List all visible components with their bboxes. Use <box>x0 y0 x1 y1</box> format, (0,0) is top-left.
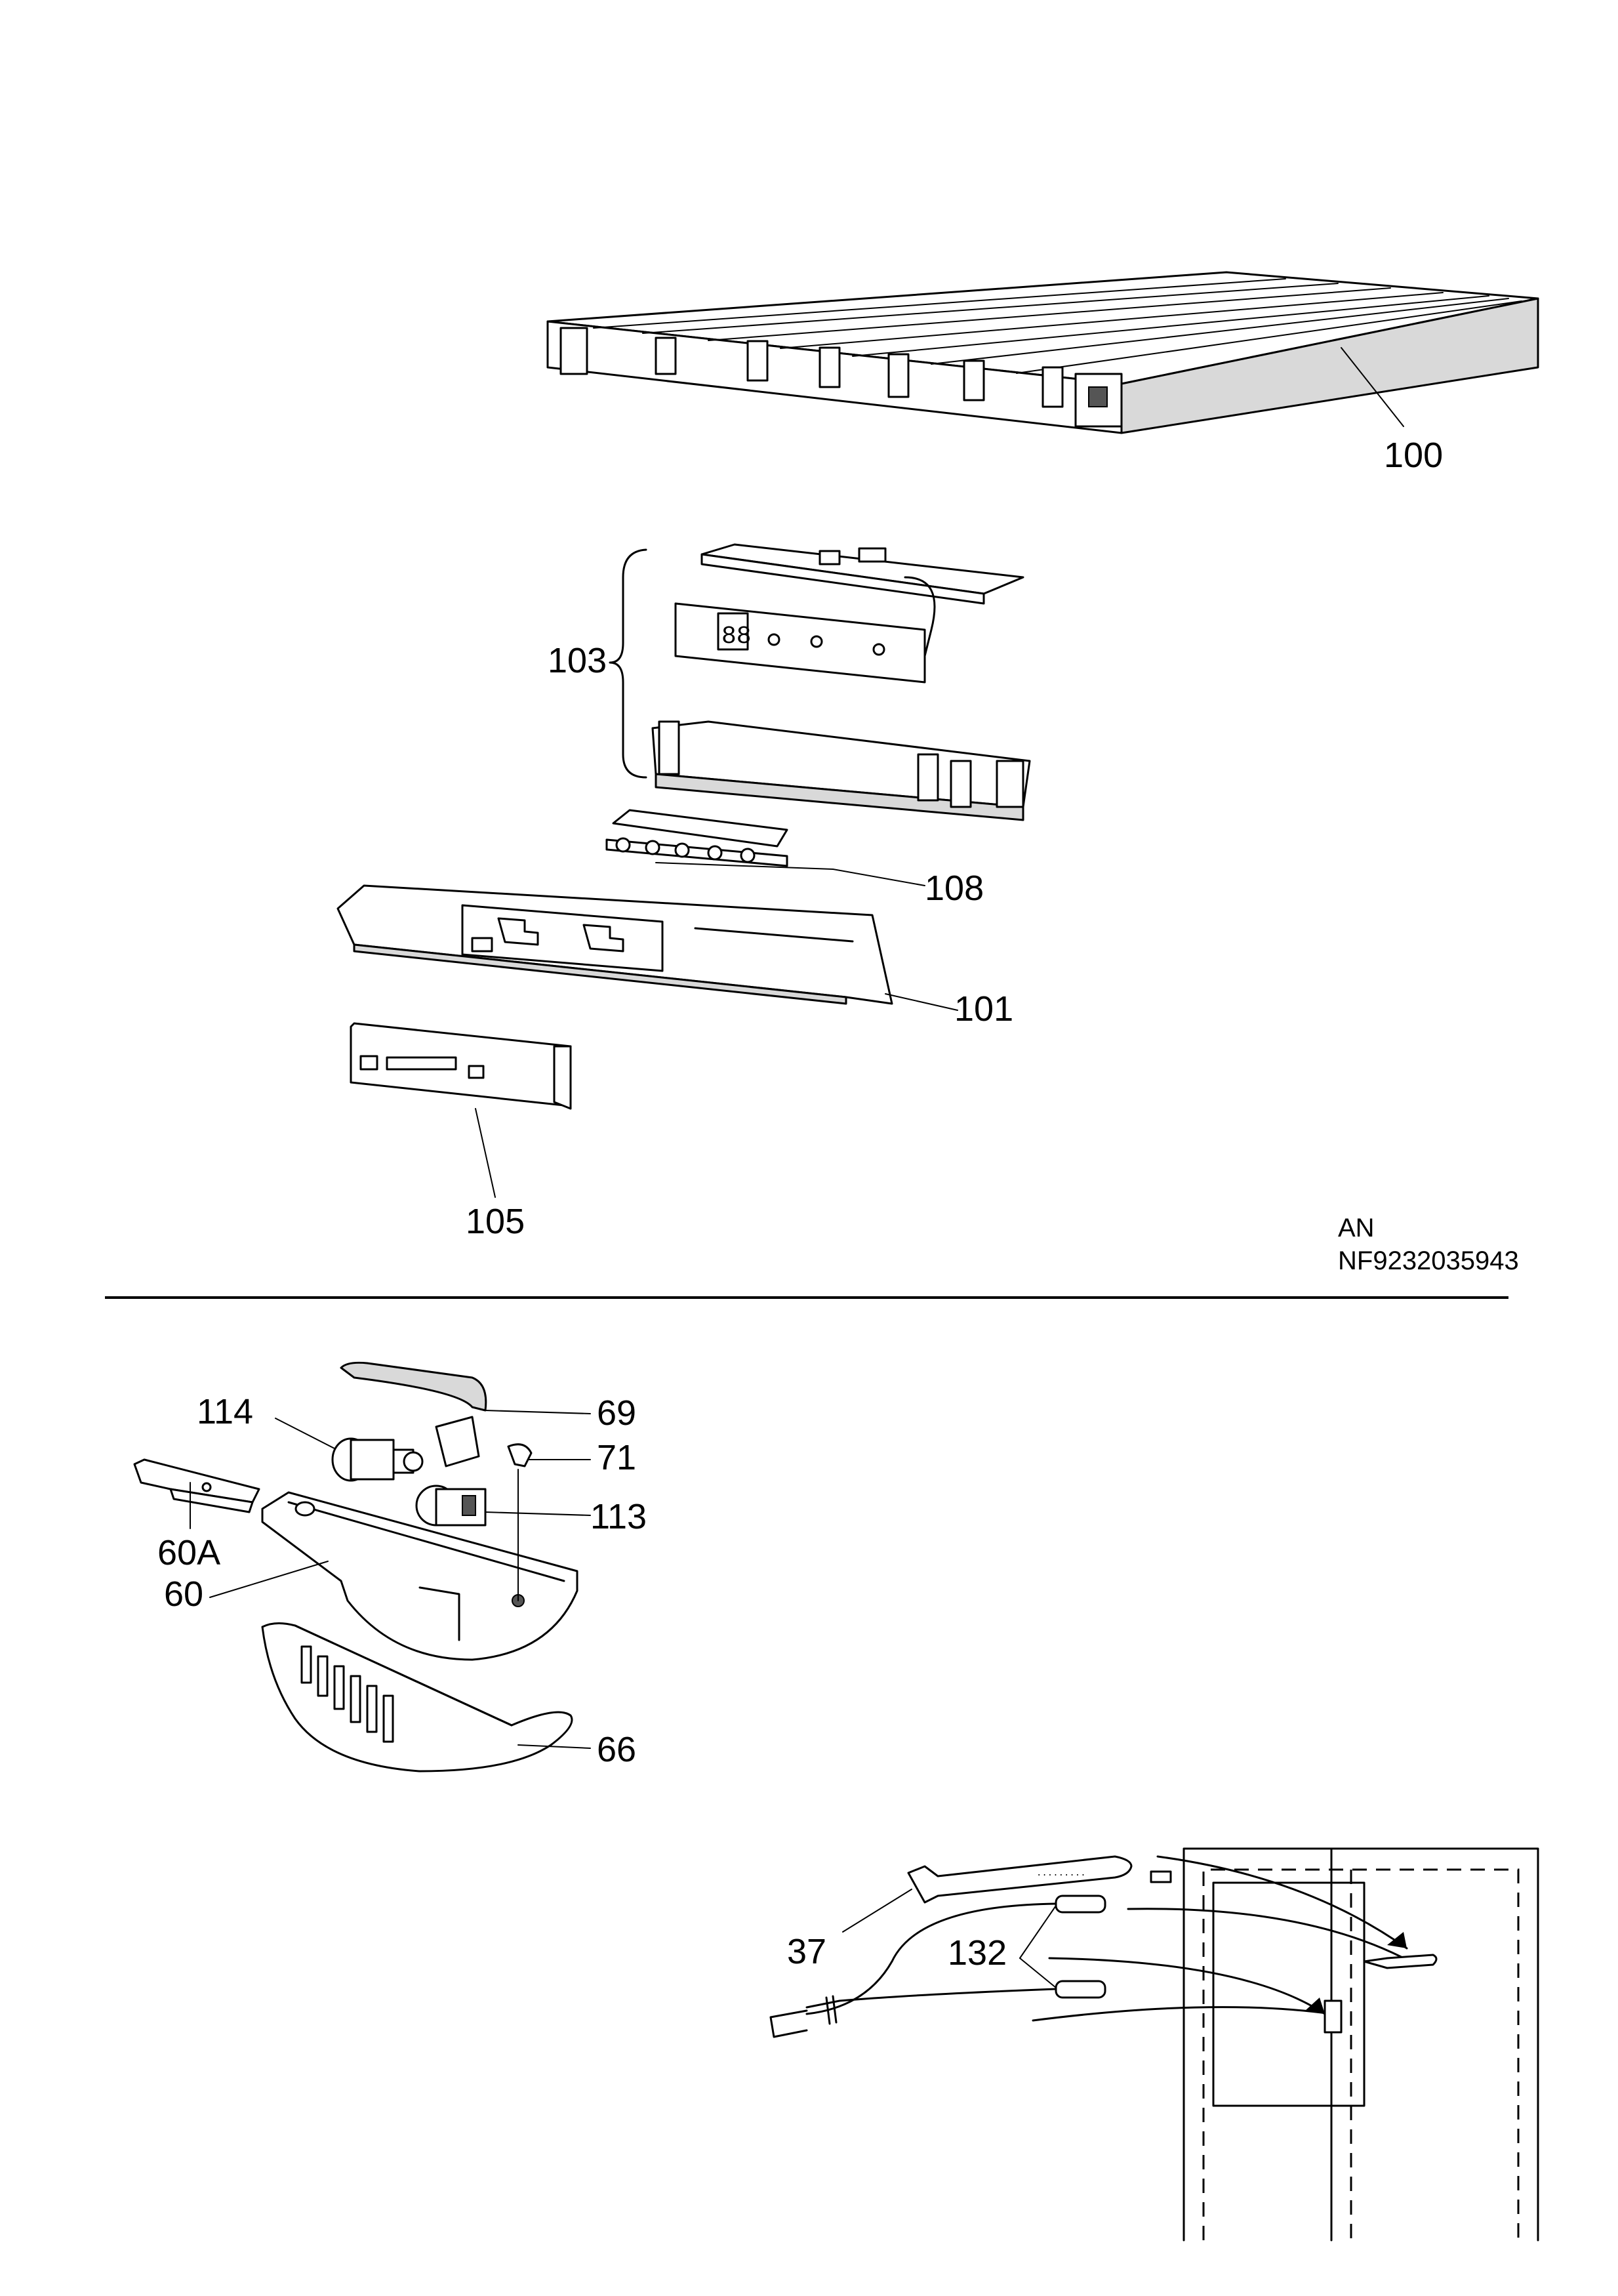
callout-60A: 60A <box>157 1533 220 1572</box>
callout-101: 101 <box>954 989 1013 1029</box>
leader-113 <box>485 1511 591 1516</box>
leader-108 <box>832 869 925 886</box>
leader-132-b <box>1019 1958 1057 1988</box>
doc-code-line1: AN <box>1338 1214 1375 1242</box>
part-60A-bracket <box>133 1458 260 1513</box>
part-132-sensor-cable <box>769 1895 1106 2038</box>
bracket-103 <box>609 548 647 779</box>
callout-132: 132 <box>948 1933 1007 1973</box>
callout-66: 66 <box>597 1730 636 1769</box>
callout-100: 100 <box>1384 436 1443 475</box>
part-holder-clip <box>435 1416 480 1467</box>
leader-60 <box>209 1561 329 1598</box>
cabinet-outline <box>1183 1847 1539 2242</box>
leader-100 <box>1341 347 1404 427</box>
part-66-diffuser <box>261 1622 573 1773</box>
part-69-lamp-cover <box>340 1361 487 1412</box>
part-101-control-panel <box>336 884 893 1005</box>
part-113-socket <box>415 1485 487 1527</box>
svg-text:·········: ········· <box>1036 1870 1086 1881</box>
leader-132-a <box>1019 1905 1057 1959</box>
part-103-display-board: 88 <box>674 576 936 684</box>
callout-69: 69 <box>597 1393 636 1433</box>
leader-66 <box>517 1744 591 1749</box>
svg-text:88: 88 <box>721 623 752 651</box>
install-arrows <box>1032 1855 1438 2034</box>
part-105-display-window <box>350 1022 572 1110</box>
part-103-housing <box>651 720 1031 821</box>
callout-113: 113 <box>590 1497 647 1536</box>
leader-114 <box>275 1418 335 1449</box>
leader-105 <box>475 1108 496 1198</box>
part-108-switch-board <box>605 809 834 870</box>
part-60-lamp-housing <box>261 1469 578 1661</box>
leader-69 <box>485 1410 591 1414</box>
callout-105: 105 <box>466 1202 525 1241</box>
callout-60: 60 <box>164 1574 203 1614</box>
callout-103: 103 <box>548 641 607 680</box>
callout-71: 71 <box>597 1438 636 1477</box>
doc-code-line2: NF9232035943 <box>1338 1246 1519 1275</box>
leader-37 <box>842 1889 912 1933</box>
callout-37: 37 <box>787 1932 826 1971</box>
part-37-thermostat: ········· <box>907 1855 1172 1904</box>
part-103-pcb <box>700 543 1024 605</box>
part-114-bulb <box>331 1437 424 1482</box>
part-71-clip <box>507 1443 533 1467</box>
callout-108: 108 <box>925 869 984 908</box>
leader-101 <box>885 993 958 1011</box>
callout-114: 114 <box>197 1392 253 1431</box>
part-100-top-cover <box>546 271 1539 434</box>
